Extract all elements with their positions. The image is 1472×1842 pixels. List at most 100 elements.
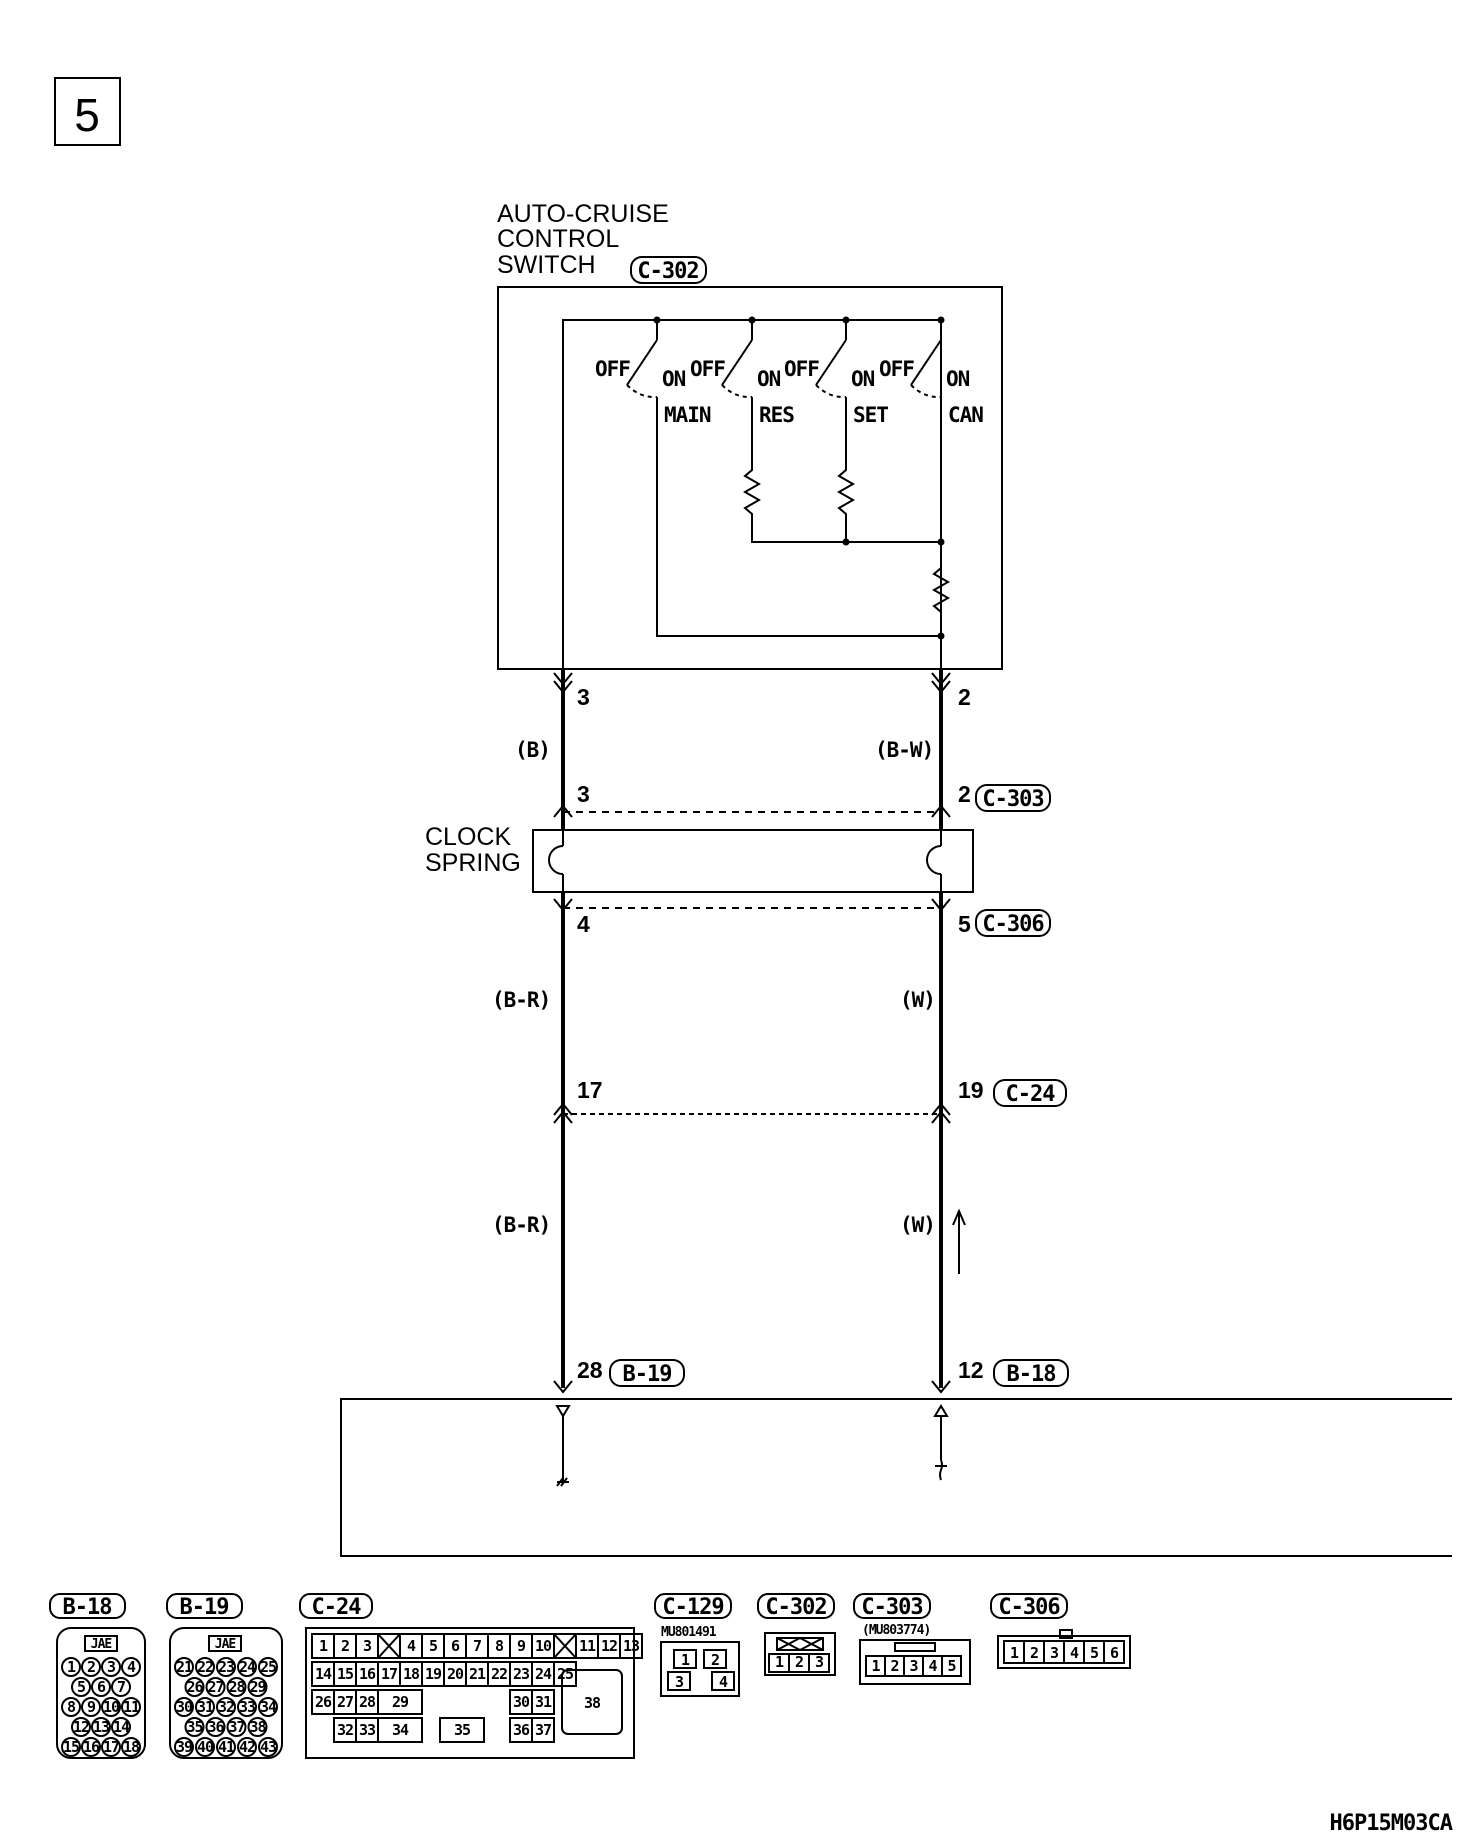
switch-title-line-3: SWITCH: [497, 251, 596, 279]
connector-pin: 23: [218, 1658, 235, 1676]
connector-pin-socket: [216, 1657, 236, 1677]
connector-pin: 4: [1070, 1644, 1079, 1662]
connector-pin: 1: [775, 1653, 784, 1671]
connector-cell-blank: [377, 1633, 401, 1659]
right-junction-connector-tag: C-24: [993, 1079, 1067, 1107]
svg-text:MU801491: MU801491: [661, 1625, 717, 1640]
connector-pin: 3: [675, 1673, 684, 1691]
connector-pin-socket: [91, 1677, 111, 1697]
connector-pin: 24: [535, 1665, 552, 1683]
svg-text:B-18: B-18: [1007, 1362, 1056, 1387]
svg-text:RES: RES: [759, 403, 794, 427]
connector-pin: 29: [249, 1678, 266, 1696]
svg-text:OFF: OFF: [595, 357, 630, 381]
connector-pin: 2: [1030, 1644, 1038, 1662]
connector-pin: 8: [67, 1698, 76, 1716]
connector-pin: 25: [557, 1665, 574, 1683]
connector-pin: 38: [249, 1718, 266, 1736]
right-wire-color-middle: (W): [900, 988, 935, 1012]
svg-text:C-306: C-306: [982, 912, 1044, 937]
svg-text:OFF: OFF: [879, 357, 914, 381]
connector-pin: 10: [535, 1637, 552, 1655]
connector-pin-socket: [81, 1697, 101, 1717]
connector-pin: 25: [260, 1658, 277, 1676]
connector-pin-socket: [258, 1697, 278, 1717]
right-junction-pin: 19: [958, 1077, 984, 1103]
switch-contact-can: OFF ON CAN: [879, 357, 984, 427]
connector-pin: 17: [381, 1665, 397, 1683]
connector-pin: 3: [107, 1658, 116, 1676]
connector-pin: 4: [719, 1673, 728, 1691]
connector-pin: 9: [517, 1637, 526, 1655]
connector-pin-socket: [121, 1657, 141, 1677]
connector-pin-socket: [216, 1697, 236, 1717]
ecu-ground-icon: [555, 1405, 571, 1487]
connector-pin: 33: [239, 1698, 256, 1716]
connector-pin-socket: [81, 1657, 101, 1677]
connector-pin: 19: [425, 1665, 442, 1683]
connector-pin: 14: [113, 1718, 130, 1736]
connector-pin-socket: [195, 1697, 215, 1717]
connector-cell: [941, 1655, 962, 1677]
connector-pin-socket: [91, 1717, 111, 1737]
right-clock-spring-in-pin: 2: [958, 781, 971, 807]
connector-pin: 21: [176, 1658, 193, 1676]
right-ecu-pin: 12: [958, 1357, 984, 1383]
connector-cell: [377, 1689, 423, 1715]
svg-text:JAE: JAE: [215, 1637, 236, 1652]
svg-text:C-303: C-303: [982, 787, 1043, 812]
switch-internal-circuit: [562, 316, 951, 668]
connector-cell: [439, 1717, 485, 1743]
connector-pin: 3: [363, 1637, 372, 1655]
connector-pin: 27: [337, 1693, 353, 1711]
connector-pin-socket: [101, 1657, 121, 1677]
connector-cell: [667, 1671, 691, 1691]
clock-spring-body: [532, 829, 974, 893]
right-clock-spring-out-connector-tag: C-306: [975, 909, 1051, 937]
connector-pin-socket: [237, 1697, 257, 1717]
connector-pin: 13: [623, 1637, 640, 1655]
connector-pin-socket: [237, 1737, 257, 1757]
connector-pin: 1: [67, 1658, 76, 1676]
connector-pin: 16: [83, 1738, 100, 1756]
svg-text:C-303: C-303: [861, 1595, 922, 1620]
connector-pin: 36: [207, 1718, 224, 1736]
connector-pin: 34: [392, 1721, 409, 1739]
connector-pin: 28: [359, 1693, 376, 1711]
connector-pin: 2: [890, 1657, 898, 1675]
connector-pin-socket: [61, 1657, 81, 1677]
connector-cell: [1103, 1640, 1125, 1664]
connector-pin-socket: [205, 1717, 226, 1737]
connector-pin: 26: [186, 1678, 203, 1696]
svg-text:C-24: C-24: [312, 1595, 362, 1620]
switch-contact-res: OFF ON RES: [690, 357, 795, 427]
connector-pin-socket: [226, 1677, 247, 1697]
connector-pin: 43: [260, 1738, 277, 1756]
connector-pin-socket: [216, 1737, 236, 1757]
left-ecu-connector-tag: B-19: [609, 1359, 685, 1387]
svg-text:ON: ON: [851, 367, 875, 391]
connector-pin: 36: [513, 1721, 530, 1739]
connector-key: [776, 1637, 824, 1651]
connector-chevrons: [553, 672, 951, 1394]
connector-pin: 35: [186, 1718, 203, 1736]
connector-key: [799, 1637, 824, 1651]
connector-pin: 23: [513, 1665, 530, 1683]
left-switch-pin: 3: [577, 684, 590, 710]
clock-spring-coil-right-icon: [926, 812, 942, 908]
connector-pin-socket: [184, 1677, 205, 1697]
connector-pin: 15: [63, 1738, 80, 1756]
left-wire-color-upper: (B): [515, 738, 550, 762]
svg-text:C-306: C-306: [998, 1595, 1060, 1620]
switch-title-line-2: CONTROL: [497, 225, 619, 253]
connector-pin-socket: [237, 1657, 257, 1677]
connector-pin: 30: [513, 1693, 530, 1711]
connector-pin: 6: [97, 1678, 106, 1696]
connector-pin: 35: [454, 1721, 471, 1739]
connector-pin: 1: [1010, 1644, 1019, 1662]
connector-pin-socket: [121, 1737, 141, 1757]
connector-pin: 11: [579, 1637, 596, 1655]
connector-pin: 5: [77, 1678, 86, 1696]
